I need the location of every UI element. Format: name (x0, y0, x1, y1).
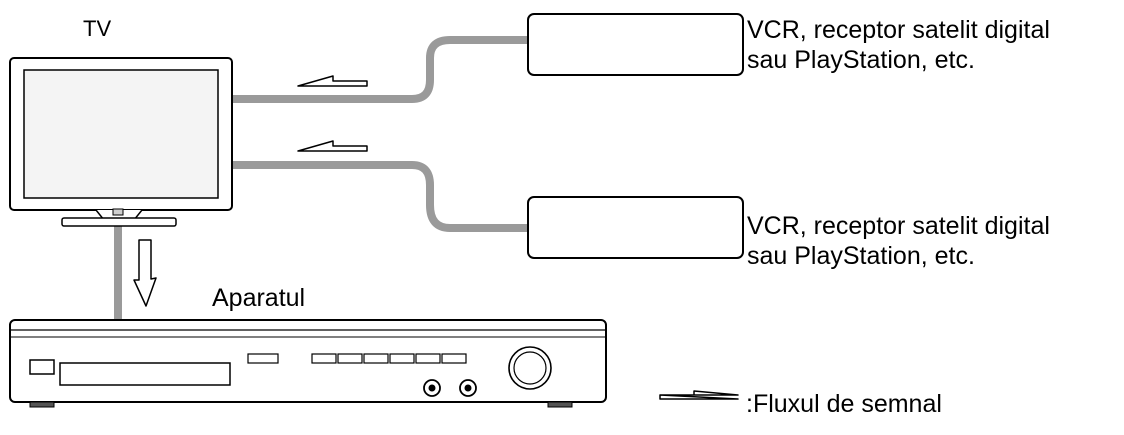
legend-arrow-icon (659, 390, 739, 400)
signal-arrow-down-icon (133, 239, 157, 307)
signal-arrow-icon (297, 75, 368, 87)
device-label-line: sau PlayStation, etc. (747, 46, 975, 74)
cable-tv-device2 (232, 161, 528, 232)
cables (114, 36, 528, 326)
device-label-2: VCR, receptor satelit digital sau PlaySt… (747, 211, 1050, 271)
legend-label: :Fluxul de semnal (746, 390, 942, 418)
unit-label: Aparatul (212, 284, 306, 312)
device-box-1 (527, 13, 744, 76)
device-label-line: sau PlayStation, etc. (747, 242, 975, 270)
tv-label: TV (83, 16, 112, 41)
device-box-2 (527, 196, 744, 259)
device-label-1: VCR, receptor satelit digital sau PlaySt… (747, 15, 1050, 75)
device-label-line: VCR, receptor satelit digital (747, 212, 1050, 240)
cable-tv-device1 (232, 36, 528, 103)
device-label-line: VCR, receptor satelit digital (747, 16, 1050, 44)
signal-arrow-icon (297, 140, 368, 152)
receiver-unit-icon (9, 319, 607, 408)
tv-icon (9, 57, 233, 227)
